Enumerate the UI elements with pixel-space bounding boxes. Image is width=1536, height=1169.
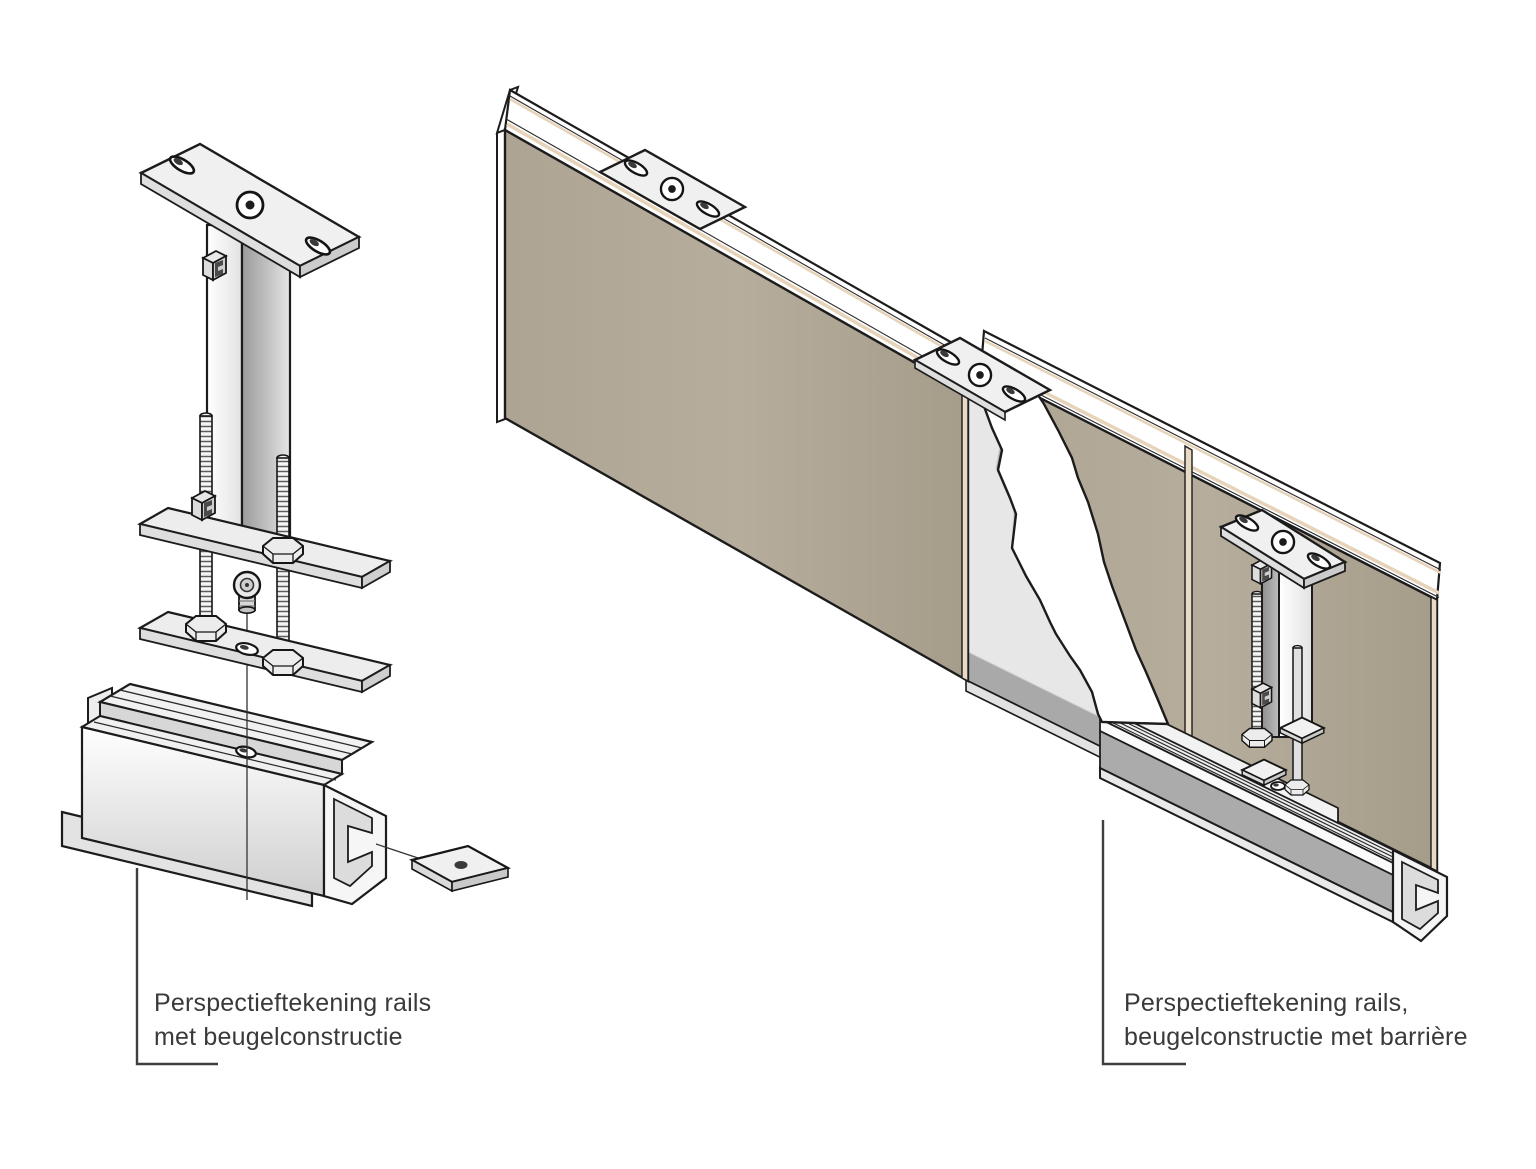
figure-rails-bracket-barrier: [495, 85, 1449, 1066]
panel-mount-plate-2: [912, 336, 1053, 422]
socket-screw: [232, 570, 262, 614]
plate-center-hole: [235, 190, 265, 220]
hex-nut-lower-right: [262, 649, 304, 676]
label-leader-left: [135, 868, 218, 1066]
barrier-sheet: [976, 388, 1170, 726]
rail-profile: [60, 682, 511, 908]
wall-panel-front: [495, 85, 977, 684]
label-rails-bracket-barrier: Perspectieftekening rails, beugelconstru…: [1124, 986, 1468, 1054]
clamp-plate-upper: [137, 506, 393, 590]
hex-nut-bracket: [1241, 727, 1273, 748]
panel-joint: [1184, 444, 1193, 754]
t-bolt-clip-upper: [202, 250, 227, 281]
hex-nut-upper: [262, 537, 304, 564]
bracket-top-plate: [1218, 508, 1348, 590]
figure-rails-with-bracket: [60, 142, 511, 1066]
threaded-rod-bracket-left: [1251, 590, 1263, 745]
front-panel-right-edge: [961, 388, 969, 683]
bracket-with-barrier: [1218, 508, 1348, 796]
plate-screw-hole: [235, 641, 259, 657]
floor-rail: [1099, 703, 1449, 943]
label-left-line2: met beugelconstructie: [154, 1023, 403, 1051]
label-right-line1: Perspectieftekening rails,: [1124, 989, 1409, 1017]
rail-c-channel-opening: [333, 797, 373, 888]
hex-nut-bracket-lower: [1284, 779, 1310, 796]
threaded-rod-left: [199, 412, 213, 622]
plate-center-hole: [659, 176, 685, 202]
clamp-plate-lower: [137, 610, 393, 694]
support-post-right: [1261, 555, 1313, 738]
slot-nut-plate: [409, 844, 511, 893]
plate-center-hole: [1270, 529, 1296, 555]
rail-c-channel-opening-right: [1401, 860, 1439, 931]
t-bolt-clip-right-lower: [1251, 682, 1273, 709]
panel-mount-plate-1: [597, 148, 748, 231]
wall-panel-back: [979, 329, 1442, 873]
front-panel-face: [503, 127, 970, 684]
bracket-construction: [137, 142, 393, 694]
hex-nut-lower-left: [185, 615, 227, 642]
label-leader-right: [1101, 820, 1186, 1066]
ceiling-mount-plate: [138, 142, 362, 279]
plate-center-hole: [967, 362, 993, 388]
back-panel-right-edge: [1430, 595, 1438, 873]
t-bolt-clip-plate: [191, 490, 216, 521]
smooth-rod-bracket-right: [1292, 644, 1303, 789]
label-right-line2: beugelconstructie met barrière: [1124, 1023, 1468, 1051]
label-rails-with-bracket: Perspectieftekening rails met beugelcons…: [154, 986, 431, 1054]
label-left-line1: Perspectieftekening rails: [154, 989, 432, 1017]
